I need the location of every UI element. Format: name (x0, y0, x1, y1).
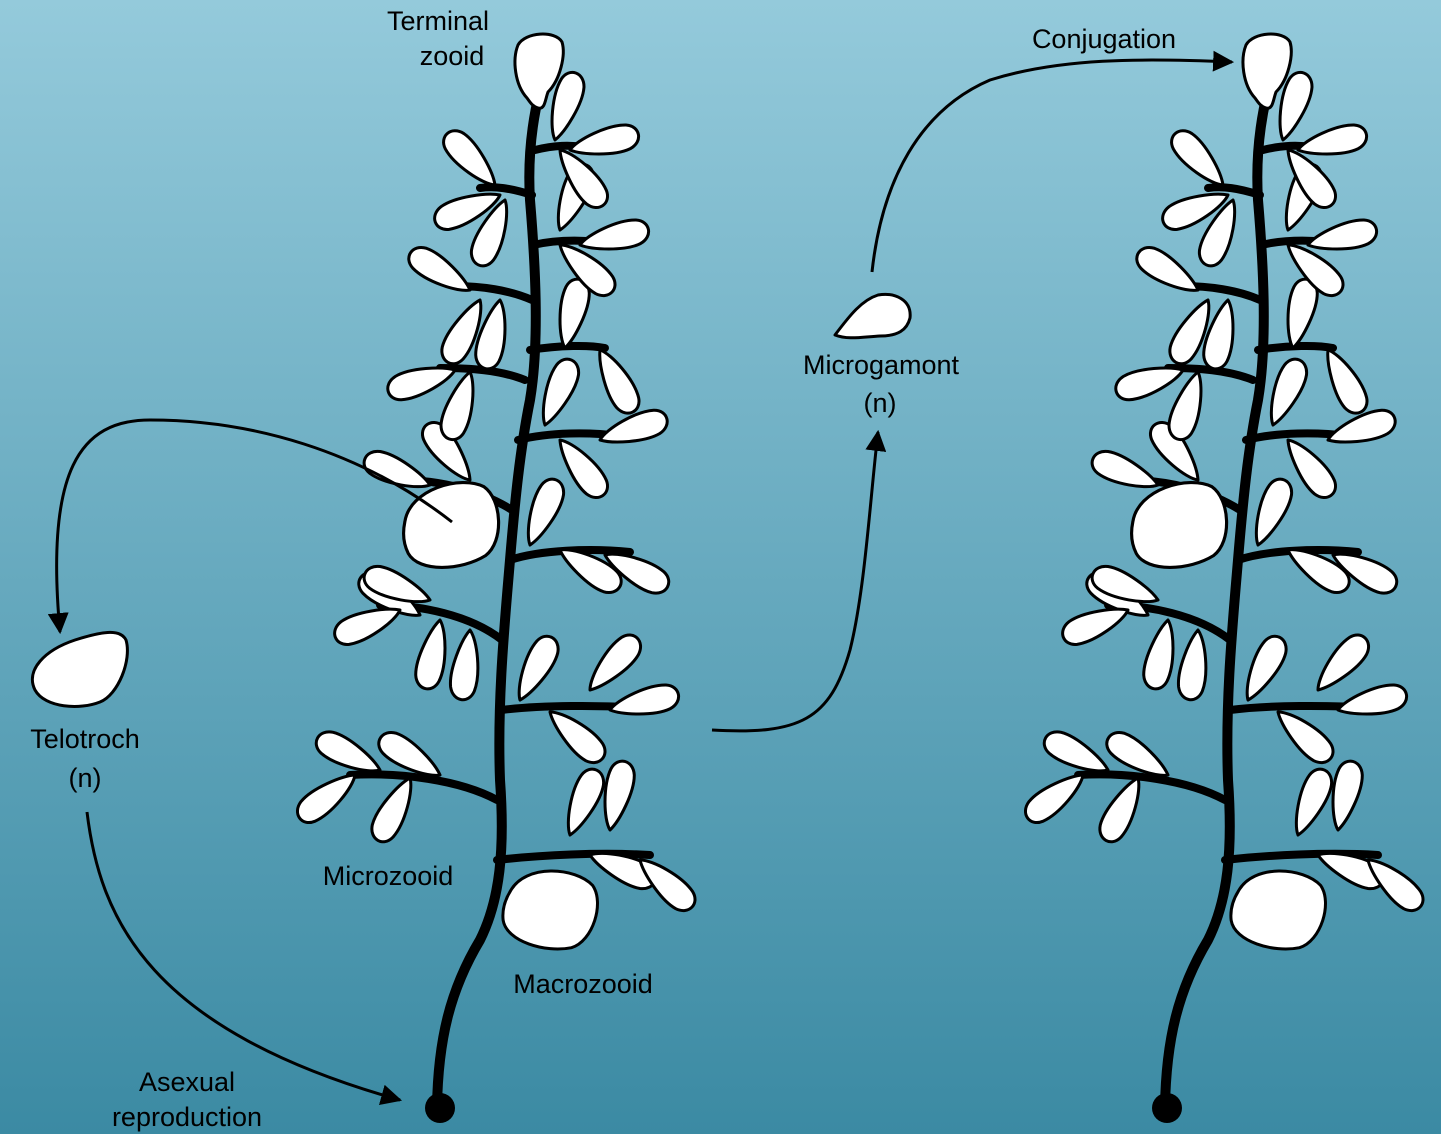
label-microgamont-line2: (n) (864, 388, 897, 418)
label-conjugation: Conjugation (1032, 24, 1176, 54)
label-telotroch-line1: Telotroch (30, 724, 140, 754)
label-microgamont-line1: Microgamont (803, 350, 960, 380)
colony-left-holdfast (425, 1093, 455, 1123)
label-asexual-line1: Asexual (139, 1067, 235, 1097)
label-asexual-line2: reproduction (112, 1102, 262, 1132)
label-telotroch-line2: (n) (69, 763, 102, 793)
label-microzooid: Microzooid (323, 861, 454, 891)
colony-right-holdfast (1152, 1093, 1182, 1123)
label-macrozooid: Macrozooid (513, 969, 653, 999)
label-terminal-zooid-line2: zooid (420, 41, 485, 71)
label-terminal-zooid-line1: Terminal (387, 6, 489, 36)
